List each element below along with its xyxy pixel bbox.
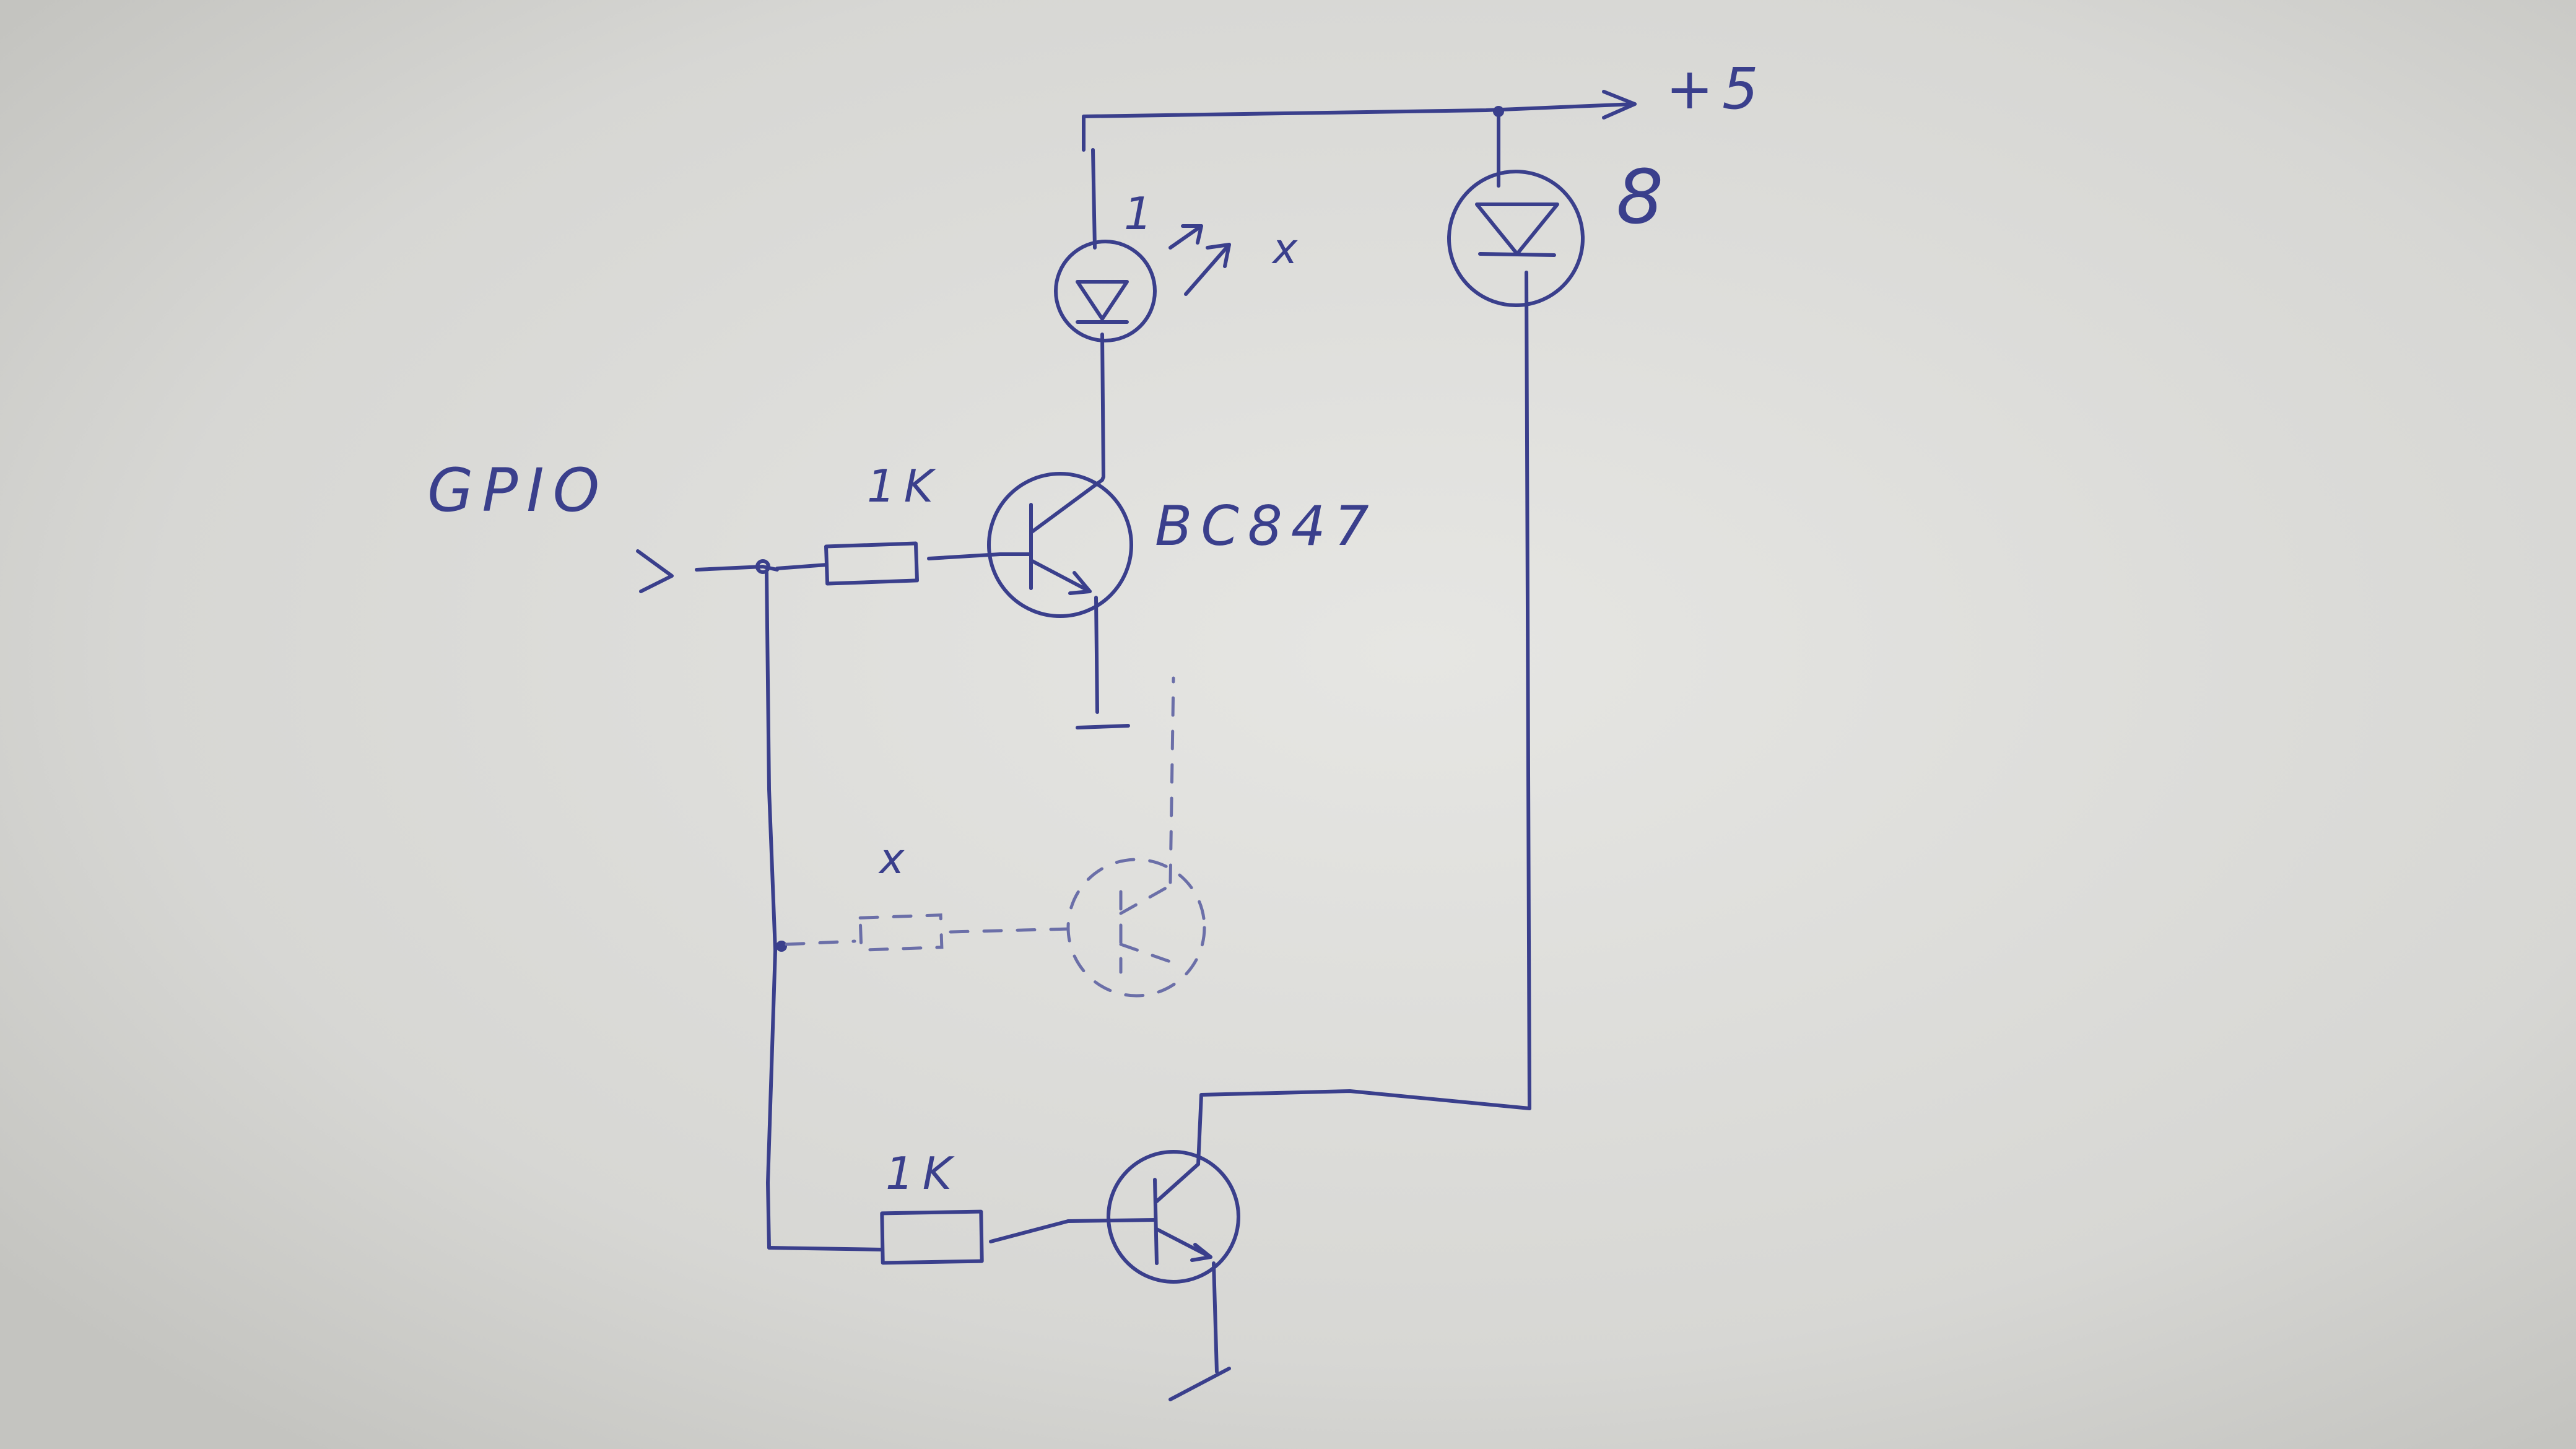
transistor-top — [987, 472, 1133, 729]
led-right-count: 8 — [1616, 155, 1672, 241]
resistor-top-label: 1K — [867, 460, 942, 512]
optional-branch-mark: x — [878, 835, 913, 884]
led-top-mark: x — [1271, 225, 1306, 274]
transistor-bottom — [1066, 1089, 1531, 1401]
gpio-label: GPIO — [427, 456, 608, 525]
led-top-count: 1 — [1124, 188, 1161, 240]
optional-branch — [776, 676, 1206, 998]
gpio-input — [636, 549, 779, 1250]
led-right — [1447, 170, 1585, 1110]
resistor-bottom — [767, 1209, 1070, 1265]
transistor-label: BC847 — [1155, 494, 1378, 558]
resistor-bottom-label: 1K — [886, 1147, 960, 1199]
supply-label: +5 — [1666, 56, 1767, 122]
led-top — [1054, 148, 1231, 479]
